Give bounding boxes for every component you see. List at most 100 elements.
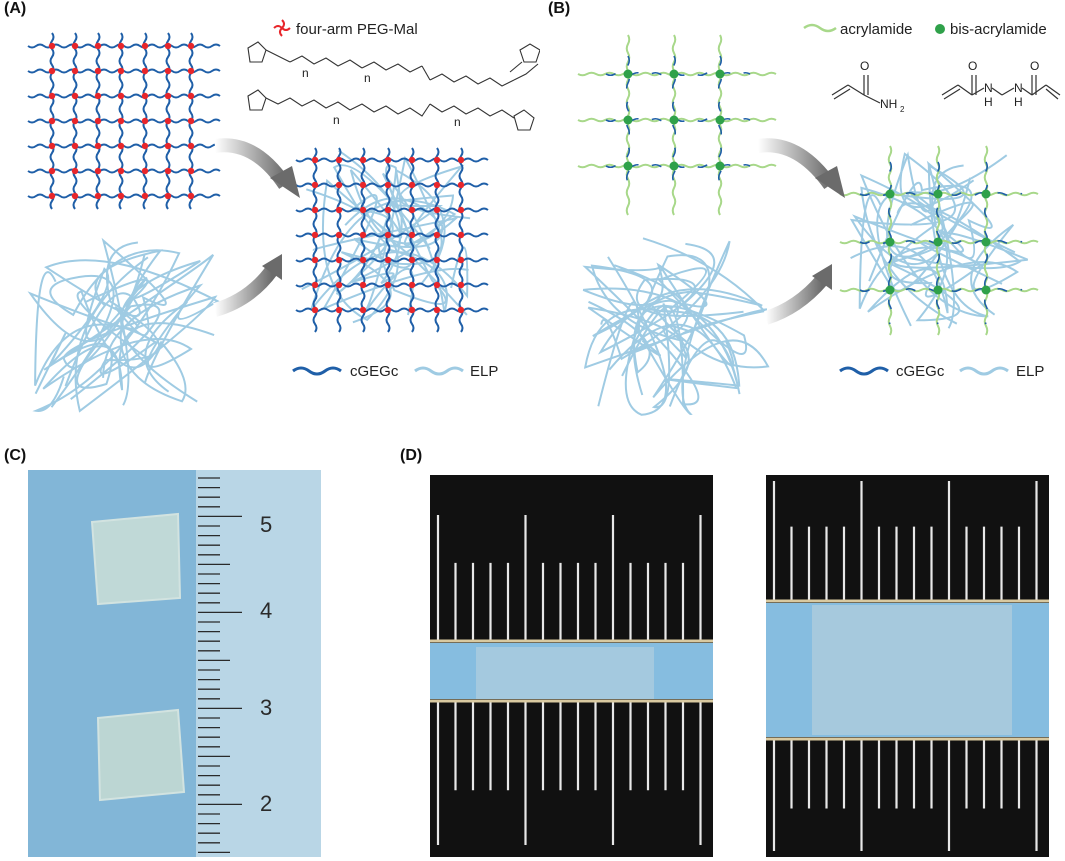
elp-legend-line-a [414, 366, 464, 376]
peg-crosslink-node [384, 231, 392, 239]
ruler-bottom-left [430, 699, 713, 845]
elp-chain [590, 237, 767, 342]
elp-coil-b [582, 237, 770, 416]
peg-crosslink-node [335, 181, 343, 189]
peg-crosslink-node [187, 67, 195, 75]
peg-crosslink-node [335, 206, 343, 214]
hydrogel-sample-top [90, 512, 182, 606]
peg-crosslink-node [71, 67, 79, 75]
peg-crosslink-node [457, 156, 465, 164]
acrylamide-nh: NH [880, 97, 897, 111]
peg-crosslink-node [311, 156, 319, 164]
peg-crosslink-node [48, 192, 56, 200]
chem-n1: n [302, 66, 309, 80]
peg-crosslink-node [48, 167, 56, 175]
peg-crosslink-node [117, 142, 125, 150]
peg-crosslink-node [457, 306, 465, 314]
cgegc-legend-line-a [292, 366, 342, 376]
panel-b-label: (B) [548, 0, 571, 17]
peg-crosslink-node [141, 92, 149, 100]
peg-crosslink-node [117, 42, 125, 50]
peg-crosslink-node [187, 92, 195, 100]
peg-crosslink-node [141, 117, 149, 125]
peg-network [27, 32, 221, 210]
elp-label-a: ELP [470, 363, 498, 380]
elp-chain [76, 249, 187, 403]
arrow-bottom-a [212, 265, 278, 317]
bis-crosslink-node [669, 161, 679, 171]
peg-crosslink-node [94, 167, 102, 175]
bis-h1: H [984, 95, 993, 109]
peg-crosslink-node [94, 42, 102, 50]
bis-crosslink-node [981, 237, 991, 247]
peg-crosslink-node [311, 206, 319, 214]
peg-crosslink-node [384, 181, 392, 189]
bis-crosslink-node [715, 115, 725, 125]
peg-crosslink-node [359, 156, 367, 164]
ruler-mark-2: 2 [260, 791, 272, 816]
panel-c-label: (C) [4, 447, 27, 464]
peg-crosslink-node [94, 67, 102, 75]
peg-crosslink-node [117, 117, 125, 125]
network-strand-v [458, 147, 464, 333]
peg-crosslink-node [335, 231, 343, 239]
arrowhead-top-b [815, 166, 845, 198]
bis-o1: O [968, 59, 977, 73]
bis-crosslink-node [669, 115, 679, 125]
peg-crosslink-node [164, 42, 172, 50]
peg-crosslink-node [71, 92, 79, 100]
peg-crosslink-node [94, 142, 102, 150]
peg-crosslink-node [408, 306, 416, 314]
peg-crosslink-node [359, 206, 367, 214]
elp-chain [850, 223, 1020, 316]
ruler-strip [196, 470, 321, 857]
elp-legend-line-b [959, 366, 1009, 376]
elp-chain [301, 149, 455, 291]
bis-crosslink-node [623, 115, 633, 125]
chem-n3: n [333, 113, 340, 127]
bis-crosslink-node [885, 189, 895, 199]
bis-acrylamide-label: bis-acrylamide [950, 21, 1047, 38]
combined-network-b [839, 145, 1039, 336]
bis-crosslink-node [933, 285, 943, 295]
elp-chain [892, 202, 1029, 285]
peg-crosslink-node [164, 92, 172, 100]
network-strand-h [295, 157, 489, 163]
bis-n2: N [1014, 81, 1023, 95]
bis-crosslink-node [669, 69, 679, 79]
peg-crosslink-node [408, 256, 416, 264]
bis-crosslink-node [623, 69, 633, 79]
peg-crosslink-node [71, 142, 79, 150]
peg-crosslink-node [384, 206, 392, 214]
peg-crosslink-node [141, 167, 149, 175]
peg-crosslink-node [433, 181, 441, 189]
peg-crosslink-node [187, 192, 195, 200]
peg-crosslink-node [48, 142, 56, 150]
elp-chain [62, 256, 218, 413]
peg-crosslink-node [457, 231, 465, 239]
panel-b-diagram: acrylamide bis-acrylamide O NH 2 O O N N… [577, 21, 1061, 416]
panel-a-diagram: four-arm PEG-Mal n n n n cGEGc ELP [27, 19, 540, 413]
peg-crosslink-node [164, 142, 172, 150]
peg-crosslink-node [117, 167, 125, 175]
bis-o2: O [1030, 59, 1039, 73]
peg-crosslink-node [48, 92, 56, 100]
peg-crosslink-node [48, 117, 56, 125]
four-arm-peg-icon [273, 19, 291, 37]
peg-crosslink-node [457, 256, 465, 264]
bis-crosslink-node [885, 237, 895, 247]
ruler-mark-4: 4 [260, 598, 272, 623]
pam-network [577, 34, 777, 216]
elp-chain [860, 154, 1008, 325]
peg-crosslink-node [359, 281, 367, 289]
pam-strand-v [671, 34, 677, 216]
elp-chain [42, 300, 215, 393]
bis-acrylamide-legend-dot [935, 24, 945, 34]
elp-chain [44, 259, 220, 387]
peg-crosslink-node [48, 42, 56, 50]
peg-crosslink-node [433, 156, 441, 164]
peg-crosslink-node [457, 181, 465, 189]
peg-crosslink-node [384, 306, 392, 314]
peg-crosslink-node [433, 256, 441, 264]
combined-network-a [295, 147, 489, 333]
